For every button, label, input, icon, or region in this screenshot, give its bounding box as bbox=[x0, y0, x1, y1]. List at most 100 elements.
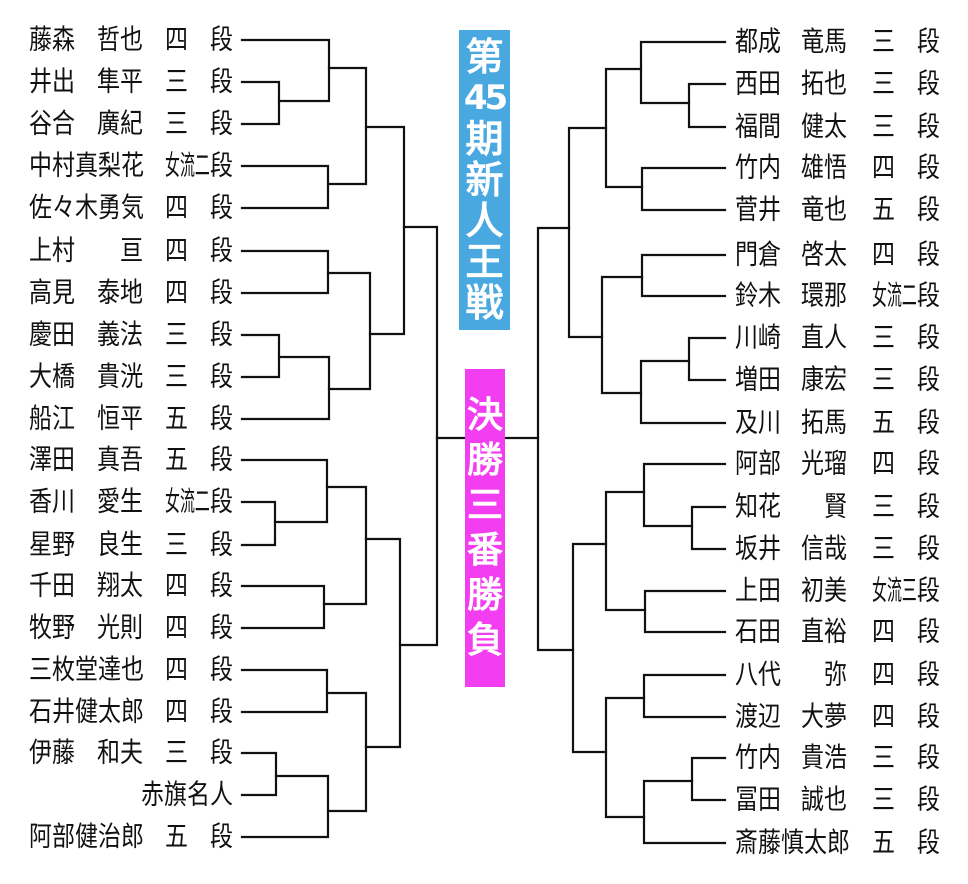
bracket-connector bbox=[240, 500, 277, 547]
rank: 五 bbox=[165, 821, 188, 853]
given-name: 隼平 bbox=[97, 66, 143, 98]
rank: 四 bbox=[872, 448, 895, 480]
player-entry: 上田初美女流三段 bbox=[735, 574, 940, 607]
given-name: 和夫 bbox=[97, 737, 143, 769]
player-entry: 谷合廣紀三段 bbox=[29, 107, 233, 140]
player-entry: 牧野光則四段 bbox=[29, 611, 233, 644]
bracket-connector bbox=[567, 126, 608, 339]
rank: 五 bbox=[872, 194, 895, 226]
rank-suffix: 段 bbox=[917, 533, 940, 565]
rank: 三 bbox=[165, 737, 188, 769]
rank-suffix: 段 bbox=[917, 784, 940, 816]
family-name: 大橋 bbox=[29, 361, 75, 393]
rank: 五 bbox=[165, 403, 188, 435]
rank-suffix: 段 bbox=[917, 364, 940, 396]
bracket-connector bbox=[643, 589, 727, 634]
player-entry: 斎藤慎太郎五段 bbox=[735, 826, 940, 859]
title-glyph: 王 bbox=[465, 239, 504, 284]
given-name: 良生 bbox=[97, 529, 143, 561]
rank: 四 bbox=[872, 659, 895, 691]
family-name: 鈴木 bbox=[735, 280, 781, 312]
rank-suffix: 段 bbox=[917, 152, 940, 184]
rank-suffix: 段 bbox=[210, 654, 233, 686]
title-glyph: 第 bbox=[465, 34, 504, 79]
given-name: 大夢 bbox=[801, 701, 847, 733]
title-glyph: 戦 bbox=[465, 280, 504, 325]
family-name: 斎藤 bbox=[735, 827, 781, 859]
family-name: 高見 bbox=[29, 277, 75, 309]
player-entry: 冨田誠也三段 bbox=[735, 783, 940, 816]
bracket-connector bbox=[240, 668, 329, 714]
rank: 五 bbox=[165, 444, 188, 476]
player-entry: 門倉啓太四段 bbox=[735, 238, 940, 271]
bracket-connector bbox=[640, 166, 727, 212]
player-entry: 高見泰地四段 bbox=[29, 276, 233, 309]
given-name: 勇気 bbox=[98, 192, 144, 224]
rank-suffix: 段 bbox=[210, 150, 233, 182]
given-name: 真吾 bbox=[97, 444, 143, 476]
rank-suffix: 段 bbox=[917, 322, 940, 354]
rank-suffix: 段 bbox=[210, 529, 233, 561]
rank-suffix: 段 bbox=[210, 570, 233, 602]
family-name: 竹内 bbox=[735, 152, 781, 184]
bracket-connector bbox=[240, 751, 278, 797]
rank: 女流二 bbox=[165, 150, 210, 182]
player-name: 斎藤慎太郎 bbox=[735, 826, 850, 859]
family-name: 石井 bbox=[29, 696, 75, 728]
given-name: 義法 bbox=[97, 319, 143, 351]
rank-suffix: 段 bbox=[210, 696, 233, 728]
rank: 四 bbox=[165, 277, 188, 309]
rank-suffix: 段 bbox=[917, 575, 940, 607]
rank-suffix: 段 bbox=[917, 68, 940, 100]
family-name: 竹内 bbox=[735, 742, 781, 774]
rank-suffix: 段 bbox=[210, 403, 233, 435]
rank-suffix: 段 bbox=[210, 108, 233, 140]
rank-suffix: 段 bbox=[917, 659, 940, 691]
family-name: 中村 bbox=[29, 150, 75, 182]
rank: 三 bbox=[872, 491, 895, 523]
family-name: 香川 bbox=[29, 486, 75, 518]
player-entry: 澤田真吾五段 bbox=[29, 443, 233, 476]
bracket-connector bbox=[240, 38, 331, 103]
rank: 四 bbox=[165, 192, 188, 224]
rank: 四 bbox=[165, 654, 188, 686]
given-name: 直裕 bbox=[801, 616, 847, 648]
bracket-connector bbox=[240, 355, 331, 421]
family-name: 星野 bbox=[29, 529, 75, 561]
right-bracket bbox=[536, 40, 727, 845]
given-name: 拓馬 bbox=[801, 407, 847, 439]
rank: 四 bbox=[165, 235, 188, 267]
player-entry: 星野良生三段 bbox=[29, 528, 233, 561]
given-name: 哲也 bbox=[97, 24, 143, 56]
family-name: 門倉 bbox=[735, 239, 781, 271]
player-name: 三枚堂達也 bbox=[29, 653, 144, 686]
family-name: 川崎 bbox=[735, 322, 781, 354]
given-name: 康宏 bbox=[801, 364, 847, 396]
bracket-connector bbox=[364, 125, 406, 336]
rank: 三 bbox=[165, 319, 188, 351]
bracket-connector bbox=[322, 485, 368, 606]
family-name: 渡辺 bbox=[735, 701, 781, 733]
rank-suffix: 段 bbox=[210, 612, 233, 644]
rank-suffix: 段 bbox=[210, 24, 233, 56]
player-entry: 中村真梨花女流二段 bbox=[29, 149, 233, 182]
family-name: 井出 bbox=[29, 66, 75, 98]
bracket-connector bbox=[240, 249, 330, 295]
rank: 三 bbox=[872, 533, 895, 565]
bracket-connector bbox=[690, 505, 727, 551]
rank: 四 bbox=[165, 612, 188, 644]
stage-label: 決 勝 三 番 勝 負 bbox=[465, 369, 505, 687]
player-entry: 井出隼平三段 bbox=[29, 65, 233, 98]
given-name: 竜也 bbox=[801, 194, 847, 226]
family-name: 谷合 bbox=[29, 108, 75, 140]
bracket-connector bbox=[687, 336, 727, 382]
bracket-connector bbox=[640, 253, 727, 298]
given-name: 貴洸 bbox=[97, 361, 143, 393]
bracket-connector bbox=[642, 779, 727, 845]
player-entry: 藤森哲也四段 bbox=[29, 23, 233, 56]
family-name: 阿部 bbox=[29, 821, 75, 853]
title-glyph: 人 bbox=[465, 198, 504, 243]
family-name: 知花 bbox=[735, 491, 781, 523]
given-name: 亘 bbox=[120, 235, 143, 267]
family-name: 牧野 bbox=[29, 612, 75, 644]
